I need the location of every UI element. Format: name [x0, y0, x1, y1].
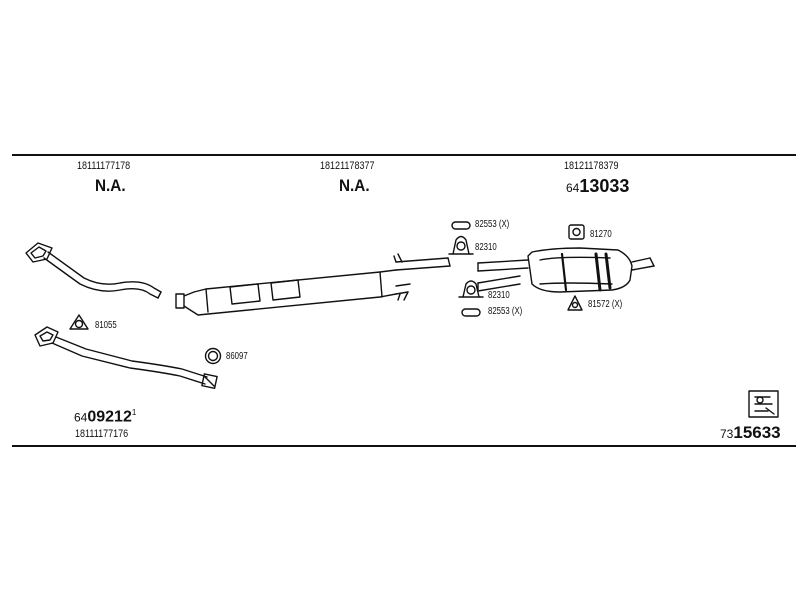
- section-1-oem: 18111177178: [77, 160, 131, 172]
- front-pipe-oem: 18111177176: [75, 428, 129, 440]
- clamp-82310-bottom-shape: [458, 280, 484, 298]
- kit-box-icon: [748, 390, 779, 418]
- rear-silencer: [477, 247, 655, 293]
- clamp-82310-top-shape: [448, 235, 474, 255]
- middle-silencer: [175, 253, 451, 316]
- label-82310-bottom: 82310: [488, 290, 510, 301]
- bottom-divider: [12, 445, 796, 447]
- section-3-part-number: 6413033: [566, 176, 630, 196]
- clamp-82553-top-shape: [451, 221, 471, 230]
- label-82553-top: 82553 (X): [475, 219, 510, 230]
- mount-81572-shape: [567, 295, 583, 311]
- label-82310-top: 82310: [475, 242, 497, 253]
- mount-81270-shape: [568, 224, 585, 240]
- kit-part-number: 7315633: [720, 423, 781, 442]
- section-1-status: N.A.: [95, 176, 126, 195]
- label-86097: 86097: [226, 351, 248, 362]
- section-3-oem: 18121178379: [564, 160, 619, 172]
- section-2-status: N.A.: [339, 176, 370, 195]
- clamp-82553-bottom-shape: [461, 308, 481, 317]
- label-82553-bottom: 82553 (X): [488, 306, 523, 317]
- ring-86097-shape: [204, 347, 222, 365]
- section-2-oem: 18121178377: [320, 160, 375, 172]
- upper-front-pipe: [25, 242, 162, 299]
- front-pipe-part-number: 64092121: [74, 408, 137, 426]
- label-81055: 81055: [95, 320, 117, 331]
- label-81572: 81572 (X): [588, 299, 623, 310]
- top-divider: [12, 154, 796, 156]
- lower-front-pipe: [34, 326, 218, 390]
- gasket-81055-shape: [69, 314, 89, 330]
- label-81270: 81270: [590, 229, 612, 240]
